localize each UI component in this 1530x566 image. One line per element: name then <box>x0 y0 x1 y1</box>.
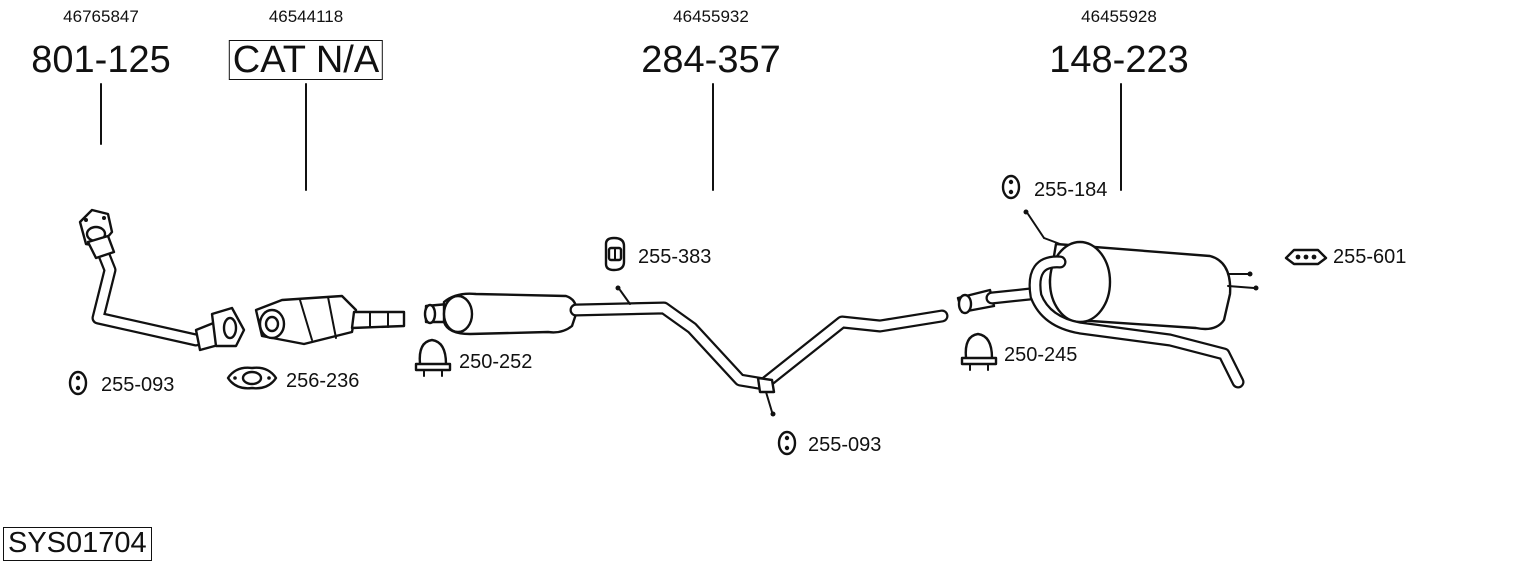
label-rubber-mid: 255-093 <box>808 434 882 456</box>
part-code-middle-silencer: 284-357 <box>641 39 781 81</box>
catalytic-converter <box>254 294 406 346</box>
rear-silencer <box>956 209 1259 389</box>
oe-number-catalyst: 46544118 <box>268 7 344 26</box>
clamp-rear-icon <box>960 332 998 371</box>
bracket-rear-icon <box>1284 248 1328 266</box>
rubber-mount-front-icon <box>68 370 88 396</box>
rubber-mount-mid-icon <box>777 430 797 456</box>
oe-number-middle-silencer: 46455932 <box>673 7 749 26</box>
front-pipe <box>78 208 246 352</box>
middle-silencer <box>423 285 949 417</box>
clamp-front-icon <box>414 338 452 377</box>
label-gasket: 256-236 <box>286 370 360 392</box>
part-code-catalyst: CAT N/A <box>228 40 384 80</box>
label-bracket-rear: 255-601 <box>1333 246 1407 268</box>
label-clamp-rear: 250-245 <box>1004 344 1078 366</box>
oe-number-front-pipe: 46765847 <box>63 7 139 26</box>
part-code-rear-silencer: 148-223 <box>1049 39 1189 81</box>
gasket-icon <box>226 366 278 390</box>
part-code-front-pipe: 801-125 <box>31 39 171 81</box>
label-mount-mid: 255-383 <box>638 246 712 268</box>
label-rubber-front: 255-093 <box>101 374 175 396</box>
oe-number-rear-silencer: 46455928 <box>1081 7 1157 26</box>
rubber-mount-rear-icon <box>1001 174 1021 200</box>
system-id-box: SYS01704 <box>3 527 152 561</box>
label-rubber-rear: 255-184 <box>1034 179 1108 201</box>
hanger-mount-mid-icon <box>604 236 626 272</box>
label-clamp-front: 250-252 <box>459 351 533 373</box>
